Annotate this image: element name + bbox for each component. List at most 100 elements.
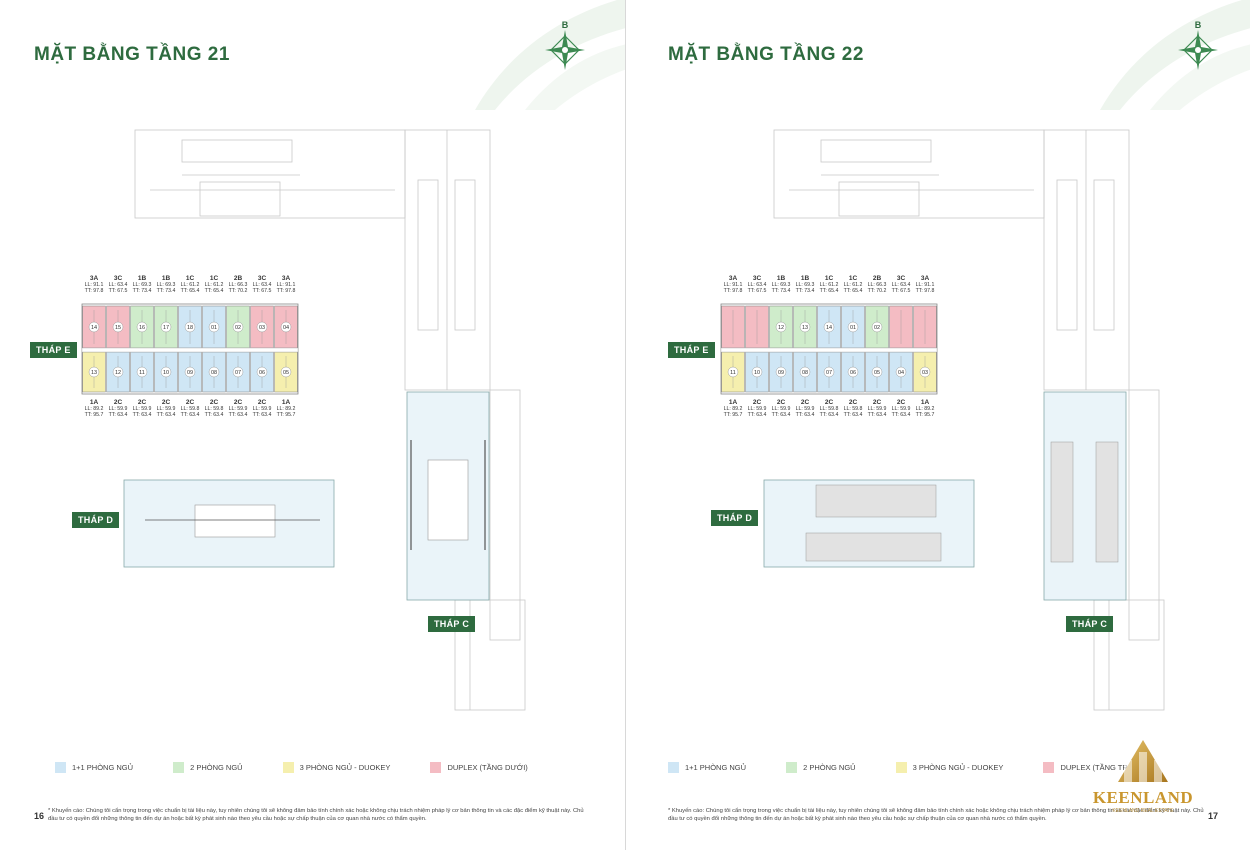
unit-ll-area: LL: 69.3 (132, 282, 152, 288)
unit-number-badge (184, 366, 196, 378)
unit-type: 2C (161, 399, 171, 406)
unit-number-badge (280, 321, 292, 333)
unit-type: 1B (776, 275, 786, 282)
unit-tt-area: TT: 95.7 (276, 412, 296, 418)
unit-type: 3A (89, 275, 99, 282)
page-floor-22: MẶT BẰNG TẦNG 22 B (625, 0, 1250, 850)
unit-number: 02 (874, 325, 880, 331)
tower-d-label: THÁP D (711, 510, 759, 526)
unit-tt-area: TT: 63.4 (180, 412, 200, 418)
unit-number-badge (775, 366, 787, 378)
unit-number-badge (184, 321, 196, 333)
unit-ll-area: LL: 69.3 (156, 282, 176, 288)
unit-tt-area: TT: 67.5 (747, 288, 767, 294)
legend-swatch-three-bed (282, 762, 294, 773)
compass-rose-icon (1178, 30, 1218, 70)
unit-ll-area: LL: 69.3 (771, 282, 791, 288)
corridor (720, 347, 938, 353)
unit-number-badge (208, 321, 220, 333)
unit-number-badge (799, 366, 811, 378)
unit-ll-area: LL: 63.4 (108, 282, 128, 288)
unit-number: 08 (211, 370, 217, 376)
unit-type: 1C (185, 275, 195, 282)
unit-type: 1B (161, 275, 171, 282)
legend-label-duplex: DUPLEX (TẦNG TRÊN) (1060, 763, 1141, 772)
legend-swatch-two-bed (786, 762, 798, 773)
unit-number-badge (160, 366, 172, 378)
unit-type: 1A (89, 399, 99, 406)
legend-swatch-two-bed (173, 762, 185, 773)
unit-type: 3C (896, 275, 906, 282)
tower-d-label: THÁP D (72, 512, 120, 528)
unit-number: 04 (898, 370, 904, 376)
unit-ll-area: LL: 59.9 (867, 406, 887, 412)
unit-number: 13 (802, 325, 808, 331)
unit-tt-area: TT: 65.4 (180, 288, 200, 294)
unit-number: 14 (91, 325, 97, 331)
unit-type: 1A (728, 399, 738, 406)
compass: B (1176, 20, 1220, 82)
unit-number-badge (871, 321, 883, 333)
unit-number-badge (919, 366, 931, 378)
unit-number-badge (208, 366, 220, 378)
unit-ll-area: LL: 61.2 (204, 282, 224, 288)
legend-label-one-bed: 1+1 PHÒNG NGỦ (685, 763, 747, 772)
unit-number: 09 (187, 370, 193, 376)
unit-tt-area: TT: 63.4 (132, 412, 152, 418)
unit-type: 2C (137, 399, 147, 406)
legend-label-three-bed: 3 PHÒNG NGỦ - DUOKEY (299, 763, 391, 772)
leaf-decoration (1100, 0, 1250, 110)
page-title: MẶT BẰNG TẦNG 22 (668, 44, 864, 65)
unit-number-badge (88, 321, 100, 333)
unit-number-badge (136, 321, 148, 333)
unit-ll-area: LL: 91.1 (915, 282, 935, 288)
unit-number: 03 (922, 370, 928, 376)
unit-ll-area: LL: 59.9 (891, 406, 911, 412)
unit-number: 13 (91, 370, 97, 376)
unit-type: 1C (209, 275, 219, 282)
unit-tt-area: TT: 67.5 (108, 288, 128, 294)
unit-type: 2B (233, 275, 243, 282)
unit-tt-area: TT: 63.4 (771, 412, 791, 418)
unit-number: 14 (826, 325, 832, 331)
unit-tt-area: TT: 63.4 (819, 412, 839, 418)
unit-type: 2C (800, 399, 810, 406)
unit-ll-area: LL: 89.2 (276, 406, 296, 412)
unit-number-badge (823, 366, 835, 378)
unit-type: 1A (920, 399, 930, 406)
legend: 1+1 PHÒNG NGỦ 2 PHÒNG NGỦ 3 PHÒNG NGỦ - … (668, 762, 1141, 773)
unit-tt-area: TT: 63.4 (867, 412, 887, 418)
unit-ll-area: LL: 61.2 (180, 282, 200, 288)
unit-tt-area: TT: 97.8 (723, 288, 743, 294)
unit-number-badge (112, 366, 124, 378)
compass-north-label: B (1194, 20, 1202, 30)
unit-number: 07 (826, 370, 832, 376)
unit-number: 15 (115, 325, 121, 331)
unit-number-badge (112, 321, 124, 333)
unit-tt-area: TT: 73.4 (156, 288, 176, 294)
unit-number: 10 (754, 370, 760, 376)
unit-ll-area: LL: 91.1 (84, 282, 104, 288)
legend: 1+1 PHÒNG NGỦ 2 PHÒNG NGỦ 3 PHÒNG NGỦ - … (55, 762, 528, 773)
